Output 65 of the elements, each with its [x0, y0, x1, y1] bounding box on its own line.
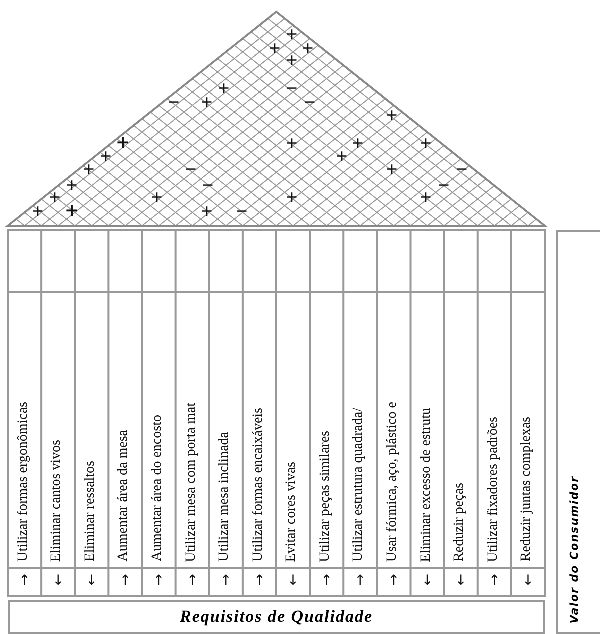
correlation-symbol: + [284, 52, 300, 68]
direction-symbol: ↓ [51, 573, 66, 589]
correlation-symbol: − [184, 161, 198, 177]
direction-symbol: ↓ [521, 573, 536, 589]
direction-symbol: ↑ [18, 573, 32, 589]
direction-symbol: ↑ [252, 573, 267, 589]
correlation-symbol: + [284, 189, 300, 205]
correlation-symbol: − [200, 177, 216, 193]
correlation-symbol: + [48, 189, 62, 205]
correlation-symbol: + [115, 135, 131, 151]
column-header: Evitar cores vivas [284, 462, 300, 562]
direction-symbol: ↑ [387, 573, 401, 589]
correlation-symbol: − [436, 177, 452, 193]
correlation-symbol: + [418, 135, 434, 151]
correlation-symbol: − [284, 80, 300, 96]
column-header: Utilizar peças similares [318, 431, 334, 562]
correlation-symbol: + [284, 26, 300, 42]
correlation-symbol: − [302, 94, 318, 110]
correlation-symbol: + [384, 107, 400, 123]
column-header: Eliminar cantos vivos [49, 440, 66, 562]
correlation-symbol: + [64, 177, 80, 193]
direction-symbol: ↑ [488, 573, 502, 589]
correlation-symbol: − [454, 161, 470, 177]
column-header: Eliminar ressaltos [82, 461, 99, 562]
correlation-symbol: + [150, 189, 164, 205]
correlation-symbol: + [216, 80, 232, 96]
column-header: Reduzir peças [452, 483, 468, 562]
direction-symbol: ↓ [286, 573, 300, 589]
column-header: Reduzir juntas complexas [519, 417, 536, 562]
correlation-symbol: + [334, 148, 350, 164]
correlation-symbol: + [82, 161, 96, 177]
correlation-symbol: + [300, 40, 316, 56]
column-header: Utilizar formas ergonômicas [16, 402, 32, 562]
direction-symbol: ↑ [320, 573, 334, 589]
correlation-symbol: + [98, 148, 114, 164]
correlation-symbol: + [350, 135, 366, 151]
column-header: Utilizar mesa com porta mat [184, 403, 200, 562]
section-heading: Requisitos de Qualidade [178, 607, 374, 627]
correlation-symbol: + [268, 40, 282, 56]
direction-symbol: ↑ [219, 573, 234, 589]
correlation-symbol: + [284, 135, 300, 151]
direction-symbol: ↓ [85, 573, 99, 589]
column-header: Utilizar fixadores padrões [486, 417, 502, 562]
direction-symbol: ↑ [186, 573, 200, 589]
side-heading: Valor do Consumidor [568, 476, 581, 624]
correlation-symbol: − [166, 94, 182, 110]
correlation-symbol: − [234, 203, 250, 219]
column-header: Utilizar estrutura quadrada/ [351, 408, 368, 562]
direction-symbol: ↑ [354, 573, 368, 589]
column-header: Utilizar mesa inclinada [217, 432, 234, 562]
column-header: Eliminar excesso de estrutu [418, 408, 435, 562]
correlation-symbol: + [30, 203, 46, 219]
column-header: Utilizar formas encaixáveis [250, 408, 267, 562]
column-header: Aumentar área da mesa [116, 430, 132, 562]
correlation-symbol: + [384, 161, 400, 177]
direction-symbol: ↑ [118, 573, 132, 589]
direction-symbol: ↓ [454, 573, 468, 589]
direction-symbol: ↓ [420, 573, 434, 589]
correlation-symbol: + [418, 189, 434, 205]
column-header: Aumentar área do encosto [150, 415, 166, 562]
column-header: Usar fórmica, aço, plástico e [384, 402, 401, 562]
correlation-symbol: + [200, 203, 214, 219]
correlation-symbol: + [200, 94, 214, 110]
correlation-symbol: + [64, 203, 80, 219]
direction-symbol: ↑ [152, 573, 166, 589]
